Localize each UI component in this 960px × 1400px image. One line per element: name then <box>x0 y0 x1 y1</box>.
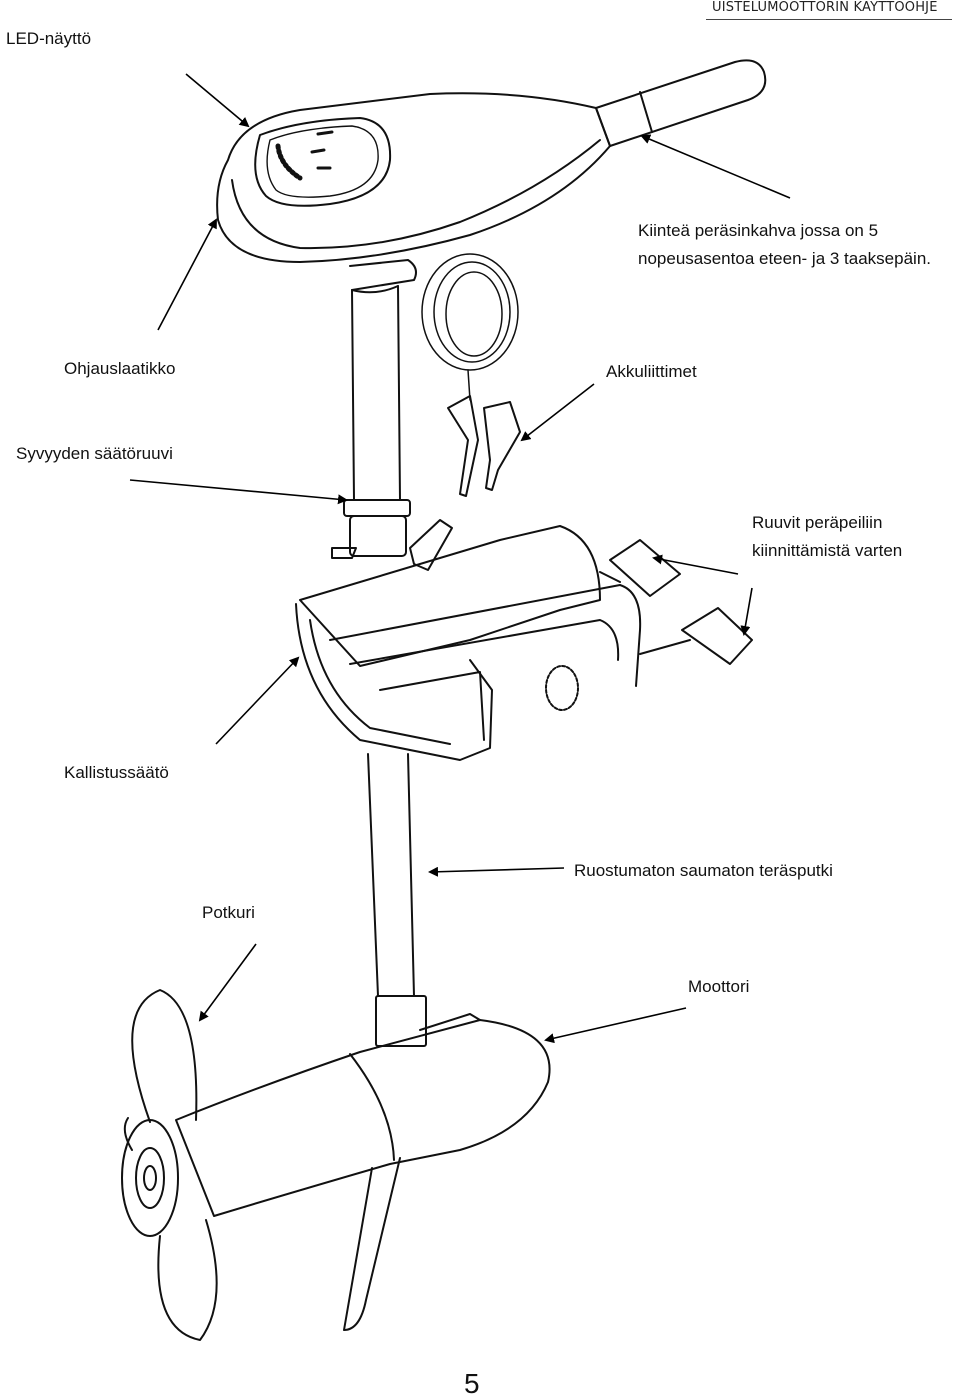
lower-shaft <box>367 753 427 1047</box>
battery-clips <box>447 395 521 497</box>
page-number: 5 <box>464 1368 480 1399</box>
label-shaft: Ruostumaton saumaton teräsputki <box>574 861 833 880</box>
label-tiller-line2: nopeusasentoa eteen- ja 3 taaksepäin. <box>638 249 932 268</box>
motor-pod <box>121 989 551 1341</box>
label-transom-screws-line1: Ruuvit peräpeiliin <box>752 513 883 532</box>
document-header-title: UISTELUMOOTTORIN KÄYTTÖOHJE <box>712 0 938 15</box>
label-tilt-adjust: Kallistussäätö <box>64 763 169 782</box>
label-tiller-line1: Kiinteä peräsinkahva jossa on 5 <box>638 221 879 240</box>
label-battery-clips: Akkuliittimet <box>606 362 697 381</box>
label-propeller: Potkuri <box>202 903 255 922</box>
battery-cable <box>421 253 519 401</box>
label-control-box: Ohjauslaatikko <box>64 359 176 378</box>
depth-collar <box>331 499 453 571</box>
tiller-handle <box>216 59 767 263</box>
label-transom-screws-line2: kiinnittämistä varten <box>752 541 903 560</box>
upper-column <box>349 259 417 501</box>
header-rule <box>706 19 952 20</box>
label-led-display: LED-näyttö <box>6 29 92 48</box>
callout-arrows <box>129 73 791 1044</box>
label-depth-screw: Syvyyden säätöruuvi <box>16 444 173 463</box>
label-motor: Moottori <box>688 977 750 996</box>
transom-bracket <box>295 525 753 761</box>
